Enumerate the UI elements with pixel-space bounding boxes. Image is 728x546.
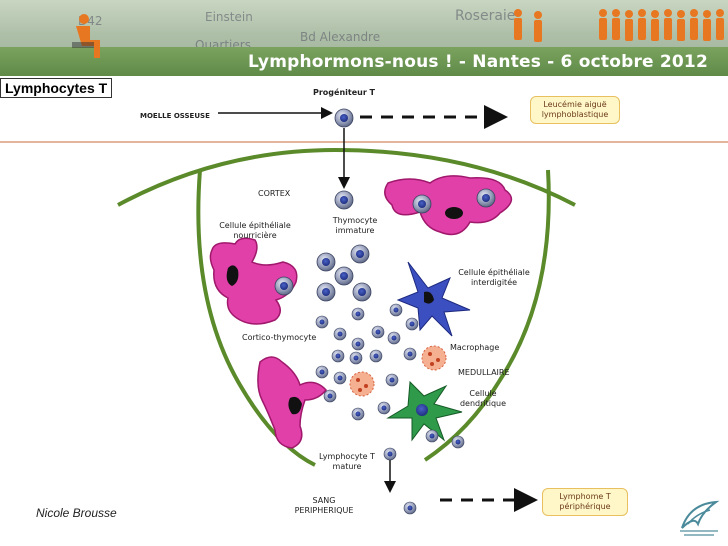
- dendritic-nucleus: [416, 404, 428, 416]
- banner-title: Lymphormons-nous ! - Nantes - 6 octobre …: [248, 52, 708, 72]
- sitting-person-logo-icon: [72, 14, 100, 58]
- thymus-right-wall: [423, 169, 551, 462]
- box-leucemie: Leucémie aiguë lymphoblastique: [530, 96, 620, 124]
- header-banner: D42 Roseraie Quartiers Einstein Bd Alexa…: [0, 0, 728, 76]
- map-label-bd: Bd Alexandre: [300, 30, 381, 44]
- thymocytes-large: [274, 108, 496, 302]
- epithelial-nucleus-bottom: [288, 396, 302, 415]
- label-cortex: CORTEX: [258, 189, 291, 198]
- label-thymocyte-immature: Thymocyte immature: [332, 216, 378, 235]
- map-label-roseraie: Roseraie: [455, 8, 516, 24]
- label-sang: SANG PERIPHERIQUE: [294, 496, 354, 515]
- macrophage-2: [349, 371, 375, 397]
- label-lymphocyte-mature: Lymphocyte T mature: [319, 452, 375, 471]
- interdigitated-cell: [396, 261, 471, 337]
- author-name: Nicole Brousse: [36, 506, 117, 520]
- interdigitated-nucleus: [424, 291, 434, 304]
- thymus-outline: [117, 147, 576, 207]
- banner-bar: [0, 47, 728, 76]
- epithelial-nucleus-left: [226, 265, 239, 286]
- section-tag: Lymphocytes T: [0, 78, 113, 98]
- epithelial-cell-top-right: [384, 175, 513, 236]
- label-cellule-interdigitee: Cellule épithéliale interdigitée: [458, 268, 530, 287]
- map-label-einstein: Einstein: [205, 10, 253, 24]
- label-macrophage: Macrophage: [450, 343, 500, 352]
- label-medullaire: MEDULLAIRE: [458, 368, 510, 377]
- crowd-silhouette-icon: [514, 9, 724, 42]
- label-moelle: MOELLE OSSEUSE: [140, 112, 210, 120]
- label-cortico: Cortico-thymocyte: [242, 333, 317, 342]
- france-lymphome-logo-icon: [680, 500, 720, 536]
- thymocytes-small: [315, 303, 465, 515]
- label-dendritique: Cellule dendritique: [459, 389, 507, 408]
- macrophage-1: [421, 345, 447, 371]
- epithelial-nucleus-top: [445, 207, 463, 219]
- box-lymphome: Lymphome T périphérique: [542, 488, 628, 516]
- label-cellule-nourriciere: Cellule épithéliale nourricière: [219, 221, 291, 240]
- label-progeniteur: Progéniteur T: [312, 88, 376, 97]
